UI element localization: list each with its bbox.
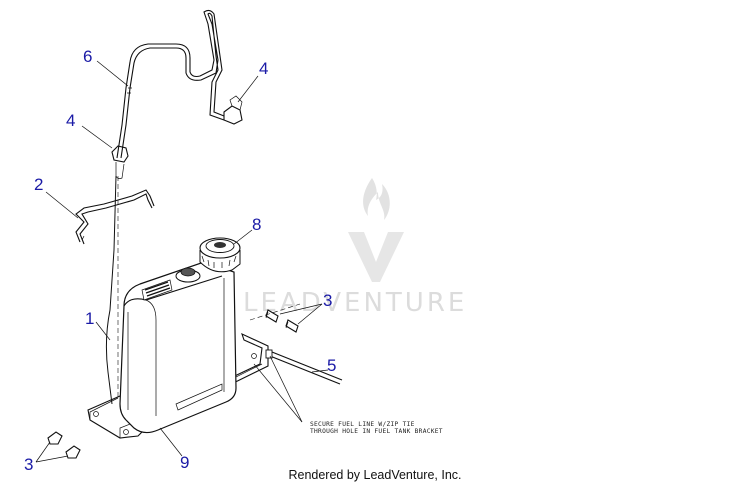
callout-6: 6 xyxy=(83,47,92,66)
fuel-tank-part-1 xyxy=(119,261,237,434)
callout-2: 2 xyxy=(34,175,43,194)
fuel-line-lower xyxy=(105,175,117,405)
callout-3-right: 3 xyxy=(323,291,332,310)
callout-3-left: 3 xyxy=(24,455,33,474)
zip-tie-part-5 xyxy=(265,349,343,385)
callout-4-upper: 4 xyxy=(259,59,268,78)
fitting-part-4-upper xyxy=(223,95,243,125)
wire-bracket-part-2 xyxy=(75,189,155,245)
fitting-part-4-left xyxy=(111,145,129,180)
note-line-1: SECURE FUEL LINE W/ZIP TIE xyxy=(310,421,415,428)
tank-label-icon xyxy=(141,279,173,301)
callout-5: 5 xyxy=(327,356,336,375)
callout-9: 9 xyxy=(180,453,189,472)
flame-logo-icon xyxy=(348,178,404,282)
screw-part-3-right-lower xyxy=(285,319,299,333)
callout-4-left: 4 xyxy=(66,111,75,130)
callout-1: 1 xyxy=(85,309,94,328)
screw-part-3-left-lower xyxy=(65,445,81,459)
assembly-centerline-right xyxy=(249,303,301,321)
leadventure-watermark: LEADVENTURE xyxy=(243,178,467,318)
callout-8: 8 xyxy=(252,215,261,234)
assembly-note: SECURE FUEL LINE W/ZIP TIE THROUGH HOLE … xyxy=(310,421,443,435)
note-line-2: THROUGH HOLE IN FUEL TANK BRACKET xyxy=(310,428,443,435)
screw-part-3-right-upper xyxy=(265,309,279,323)
fuel-cap-part-8 xyxy=(199,237,241,273)
leader-lines xyxy=(35,60,329,463)
watermark-text: LEADVENTURE xyxy=(243,288,467,318)
fuel-line-part-6 xyxy=(116,9,225,159)
footer-credit: Rendered by LeadVenture, Inc. xyxy=(288,468,462,482)
